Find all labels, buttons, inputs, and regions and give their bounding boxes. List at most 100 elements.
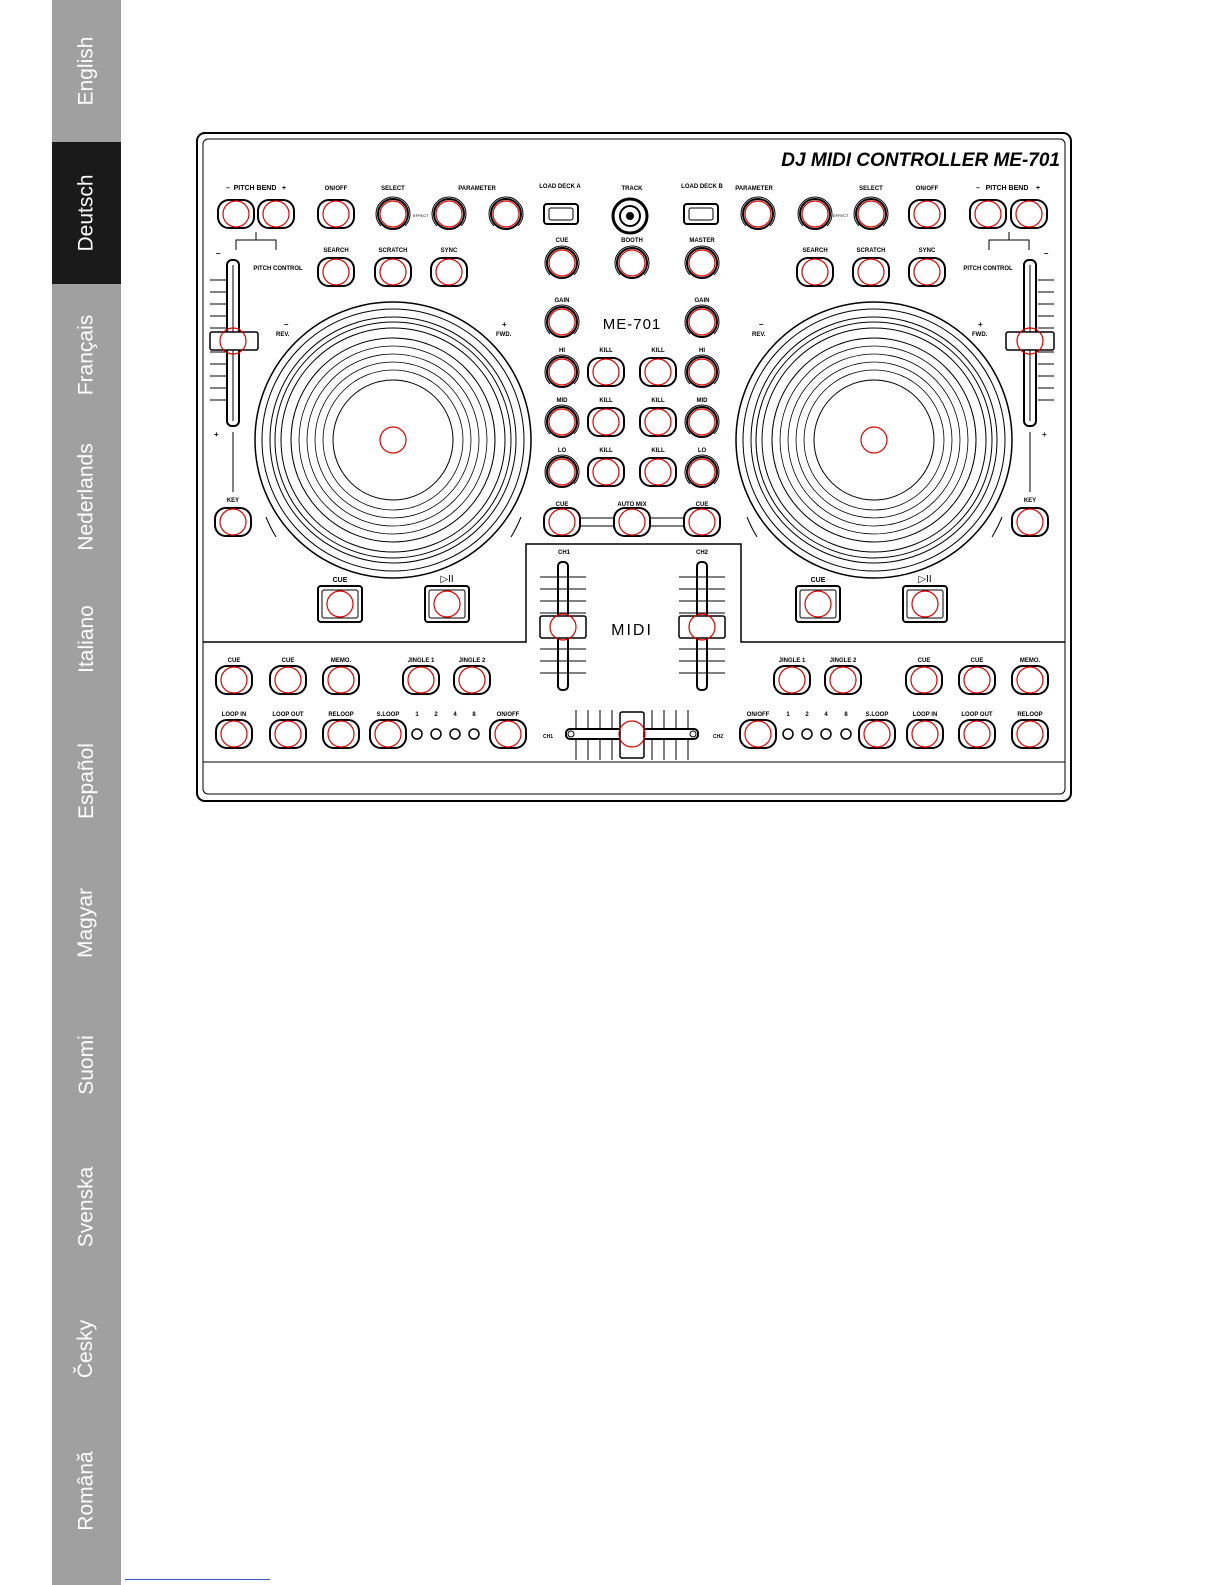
s-loop-button-b[interactable] [858, 719, 896, 749]
jog-wheel-right[interactable] [735, 301, 1013, 579]
pitch-fader-left[interactable] [209, 259, 259, 427]
kill-lo-a-button[interactable] [587, 457, 625, 487]
kill-mid-a-button[interactable] [587, 407, 625, 437]
jingle-1-button-b[interactable] [773, 665, 811, 695]
memo-button[interactable] [322, 665, 360, 695]
search-button-b[interactable] [796, 257, 834, 287]
reloop-button-b[interactable] [1011, 719, 1049, 749]
cue-b-button[interactable] [683, 507, 721, 537]
lo-b-label: LO [698, 448, 707, 454]
cue-button[interactable] [317, 585, 363, 623]
cue-a-button[interactable] [543, 507, 581, 537]
reloop-button[interactable] [322, 719, 360, 749]
load-deck-b-button[interactable] [683, 203, 719, 225]
loop-out-button-b[interactable] [958, 719, 996, 749]
scratch-label: SCRATCH [379, 248, 408, 254]
fx-select-knob[interactable] [375, 195, 411, 230]
s-loop-button[interactable] [369, 719, 407, 749]
loop-on-off-button-b[interactable] [739, 719, 777, 749]
kill-hi-b-button[interactable] [639, 357, 677, 387]
search-button[interactable] [317, 257, 355, 287]
loop-in-button-b[interactable] [906, 719, 944, 749]
scratch-button[interactable] [374, 257, 412, 287]
fx-on-off-button[interactable] [317, 199, 355, 229]
tab-espanol[interactable]: Español [52, 710, 121, 852]
crossfader-right-label: CH2 [713, 734, 723, 740]
crossfader[interactable] [565, 710, 699, 760]
tab-suomi[interactable]: Suomi [52, 994, 121, 1136]
master-knob[interactable] [684, 244, 720, 279]
scratch-button-b[interactable] [852, 257, 890, 287]
pitch-bend-minus-button[interactable] [217, 199, 255, 229]
key-button-b[interactable] [1011, 507, 1049, 537]
play-pause-button[interactable] [424, 585, 470, 623]
kill-mid-b-button[interactable] [639, 407, 677, 437]
kill-lo-b-button[interactable] [639, 457, 677, 487]
on-off-label: ON/OFF [325, 186, 348, 192]
track-encoder[interactable] [611, 197, 649, 235]
bl-r2-label-5: 2 [434, 712, 438, 718]
pitch-range-plus-b: + [1042, 430, 1047, 439]
cue-button-b[interactable] [795, 585, 841, 623]
loop-led-1 [411, 728, 423, 740]
pitch-bend-minus-button-b[interactable] [969, 199, 1007, 229]
parameter-knob-b1[interactable] [740, 195, 776, 230]
lo-eq-knob-a[interactable] [544, 453, 580, 488]
pitch-bend-plus-button-b[interactable] [1010, 199, 1048, 229]
tab-magyar[interactable]: Magyar [52, 852, 121, 994]
hi-eq-knob-a[interactable] [544, 353, 580, 388]
tab-italiano[interactable]: Italiano [52, 568, 121, 710]
tab-label: Español [74, 743, 98, 819]
channel-fader-2[interactable] [678, 561, 726, 691]
jingle-2-button-b[interactable] [824, 665, 862, 695]
cue-label-b: CUE [811, 577, 826, 584]
kill-hi-a-button[interactable] [587, 357, 625, 387]
hot-cue-2-button-b[interactable] [958, 665, 996, 695]
play-pause-button-b[interactable] [902, 585, 948, 623]
tab-nederlands[interactable]: Nederlands [52, 426, 121, 568]
fx-on-off-button-b[interactable] [908, 199, 946, 229]
jingle-2-button[interactable] [453, 665, 491, 695]
tab-deutsch[interactable]: Deutsch [52, 142, 121, 284]
parameter-knob-1[interactable] [431, 195, 467, 230]
hi-eq-knob-b[interactable] [684, 353, 720, 388]
hot-cue-1-button[interactable] [215, 665, 253, 695]
lo-a-label: LO [558, 448, 567, 454]
booth-knob[interactable] [614, 244, 650, 279]
parameter-knob-b2[interactable] [797, 195, 833, 230]
load-deck-a-button[interactable] [543, 203, 579, 225]
jingle-1-button[interactable] [402, 665, 440, 695]
tab-label: Svenska [74, 1166, 98, 1248]
sync-button[interactable] [430, 257, 468, 287]
br-r2-label-7: LOOP OUT [961, 712, 993, 718]
tab-english[interactable]: English [52, 0, 121, 142]
loop-out-button[interactable] [269, 719, 307, 749]
gain-knob-a[interactable] [544, 303, 580, 338]
tab-romana[interactable]: Română [52, 1420, 121, 1562]
loop-on-off-button[interactable] [489, 719, 527, 749]
jog-wheel-left[interactable] [254, 301, 532, 579]
lo-eq-knob-b[interactable] [684, 453, 720, 488]
br-r1-label-0: JINGLE 1 [779, 658, 806, 664]
key-button[interactable] [214, 507, 252, 537]
play-pause-label-b: ▷II [918, 574, 931, 585]
auto-mix-button[interactable] [613, 507, 651, 537]
loop-in-button[interactable] [215, 719, 253, 749]
parameter-knob-2[interactable] [488, 195, 524, 230]
hot-cue-1-button-b[interactable] [905, 665, 943, 695]
tab-cesky[interactable]: Česky [52, 1278, 121, 1420]
memo-button-b[interactable] [1011, 665, 1049, 695]
tab-svenska[interactable]: Svenska [52, 1136, 121, 1278]
hot-cue-2-button[interactable] [269, 665, 307, 695]
channel-fader-1[interactable] [539, 561, 587, 691]
cue-volume-knob[interactable] [544, 244, 580, 279]
sync-button-b[interactable] [908, 257, 946, 287]
mid-eq-knob-a[interactable] [544, 403, 580, 438]
pitch-fader-right[interactable] [1005, 259, 1055, 427]
tab-francais[interactable]: Français [52, 284, 121, 426]
bl-r1-label-4: JINGLE 2 [459, 658, 486, 664]
pitch-bend-plus-button[interactable] [257, 199, 295, 229]
gain-knob-b[interactable] [684, 303, 720, 338]
fx-select-knob-b[interactable] [853, 195, 889, 230]
mid-eq-knob-b[interactable] [684, 403, 720, 438]
